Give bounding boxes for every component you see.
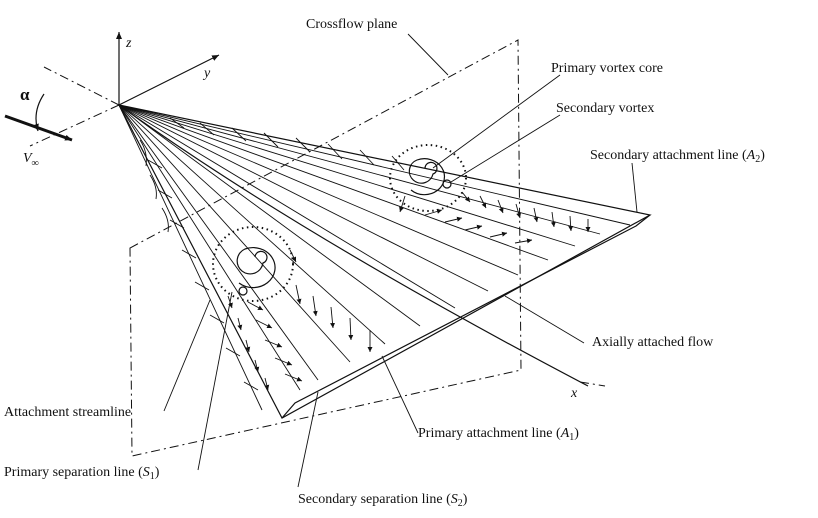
freestream-arrow xyxy=(4,114,73,142)
secondary-vortex-lower xyxy=(238,286,248,296)
freestream-velocity-label: V∞ xyxy=(23,151,39,169)
z-axis-label: z xyxy=(125,36,132,51)
upper-vortex xyxy=(389,144,467,212)
wing-plane-trace xyxy=(43,66,120,106)
label-secondary-vortex: Secondary vortex xyxy=(556,101,654,116)
wing-outline xyxy=(117,104,652,419)
upper-vortex-boundary xyxy=(389,144,467,212)
y-axis xyxy=(118,54,220,106)
lower-edge-inner xyxy=(118,104,263,411)
leader-attachment-streamline xyxy=(163,299,211,412)
y-axis-label: y xyxy=(202,66,211,81)
label-attachment-streamline: Attachment streamline xyxy=(4,405,131,420)
freestream-trace xyxy=(29,104,120,147)
leader-primary-vortex xyxy=(432,74,561,169)
delta-wing xyxy=(117,104,652,419)
lower-vortex-boundary xyxy=(212,226,294,302)
leader-primary-attachment xyxy=(381,355,419,434)
label-axially-attached-flow: Axially attached flow xyxy=(592,335,714,350)
upper-edge-inner xyxy=(118,104,631,226)
label-primary-attachment-line: Primary attachment line (A1) xyxy=(418,426,579,443)
label-primary-vortex-core: Primary vortex core xyxy=(551,61,663,76)
coordinate-axes xyxy=(4,32,606,387)
label-secondary-separation-line: Secondary separation line (S2) xyxy=(298,492,468,509)
primary-vortex-core-spiral-lower xyxy=(236,247,276,289)
label-secondary-attachment-line: Secondary attachment line (A2) xyxy=(590,148,765,165)
leader-secondary-vortex xyxy=(450,114,561,183)
alpha-arc xyxy=(33,93,45,132)
label-crossflow-plane: Crossflow plane xyxy=(306,17,397,32)
leader-primary-separation xyxy=(197,291,233,471)
conical-flow-rays xyxy=(118,104,601,391)
crossflow-plane-outline xyxy=(129,39,522,457)
leader-secondary-attachment xyxy=(631,162,638,213)
leader-crossflow xyxy=(407,33,449,76)
leader-lines xyxy=(163,33,638,488)
leader-axial-flow xyxy=(504,295,585,344)
x-axis-line xyxy=(118,104,589,387)
surface-flow-arrows-lower xyxy=(227,249,373,391)
primary-vortex-core-spiral xyxy=(408,158,445,196)
secondary-vortex-upper xyxy=(442,179,452,189)
leading-edge-hatching xyxy=(139,117,405,391)
x-axis-label: x xyxy=(570,386,578,401)
trailing-edge-bevel xyxy=(281,214,651,419)
x-axis-extension xyxy=(579,381,606,387)
leader-secondary-separation xyxy=(297,391,319,488)
alpha-label: α xyxy=(20,85,30,104)
surface-flow-arrows-upper xyxy=(399,191,591,244)
label-primary-separation-line: Primary separation line (S1) xyxy=(4,465,160,482)
lower-vortex xyxy=(212,226,294,302)
